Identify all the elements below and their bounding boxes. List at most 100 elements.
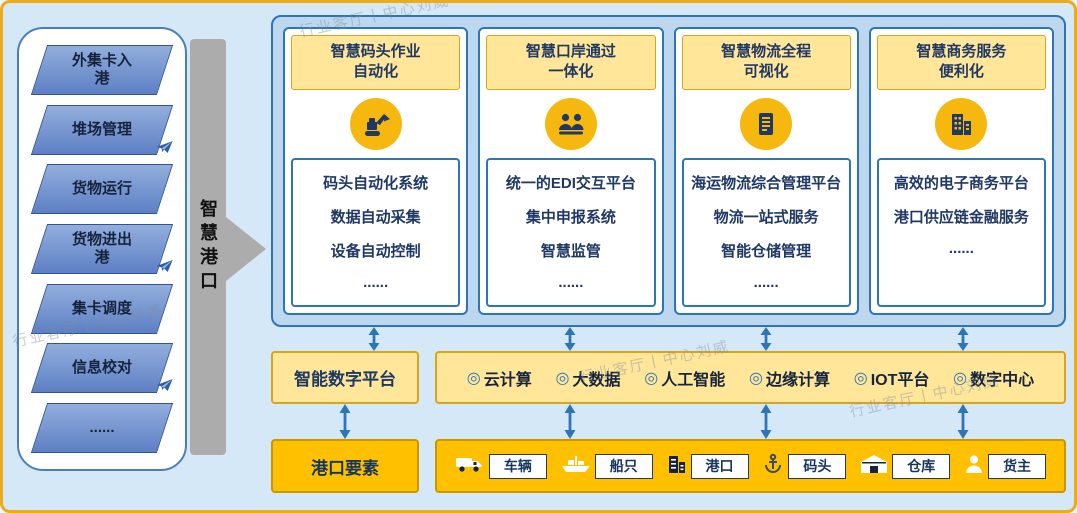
column-items: 高效的电子商务平台 港口供应链金融服务 ...... (876, 157, 1046, 307)
column-title-line1: 智慧码头作业 (330, 43, 421, 60)
column-item: 集中申报系统 (525, 208, 616, 226)
tech-item: ◎ 云计算 (467, 366, 532, 390)
port-building-icon (667, 453, 687, 480)
tech-item: ◎ 大数据 (556, 366, 621, 390)
solution-column-business: 智慧商务服务 便利化 高效的电子商务平台 港口供应链金融服务 ...... (868, 27, 1054, 315)
element-port: 港口 (667, 453, 749, 480)
column-item: ...... (558, 273, 584, 291)
flow-arrow (956, 404, 970, 439)
process-step-label: 堆场管理 (71, 120, 132, 138)
column-title: 智慧口岸通过 一体化 (486, 35, 656, 90)
bullseye-icon: ◎ (644, 369, 659, 387)
column-item: 智慧监管 (540, 242, 601, 260)
anchor-icon (762, 453, 784, 480)
building-icon (935, 97, 988, 150)
warehouse-icon (860, 454, 888, 479)
column-item: 统一的EDI交互平台 (505, 174, 636, 192)
column-item: 码头自动化系统 (323, 174, 429, 192)
process-step-label: 货物运行 (71, 180, 132, 198)
column-item: 智能仓储管理 (721, 242, 812, 260)
column-title-line2: 便利化 (938, 63, 984, 81)
tech-item: ◎ IOT平台 (854, 366, 930, 390)
solution-column-logistics: 智慧物流全程 可视化 海运物流综合管理平台 物流一站式服务 智能仓储管理 ...… (673, 27, 859, 315)
send-plane-icon (156, 140, 174, 159)
send-plane-icon (156, 378, 174, 397)
flow-arrow (338, 404, 352, 439)
flow-arrow (367, 327, 381, 351)
excavator-icon (349, 97, 402, 150)
element-vehicle: 车辆 (455, 453, 547, 479)
bullseye-icon: ◎ (466, 369, 481, 387)
port-elements-box: 港口要素 (271, 439, 419, 493)
process-step: 货物运行 (30, 164, 174, 215)
brace-shape (190, 39, 226, 455)
flow-arrow (563, 327, 577, 351)
tech-item-label: 云计算 (483, 371, 532, 389)
tech-item-label: 人工智能 (661, 371, 726, 389)
customs-people-icon (544, 97, 597, 150)
column-items: 码头自动化系统 数据自动采集 设备自动控制 ...... (291, 157, 461, 307)
column-title: 智慧物流全程 可视化 (681, 35, 851, 90)
column-item: 设备自动控制 (330, 242, 421, 260)
process-step-label: 信息校对 (71, 359, 132, 377)
element-label: 码头 (788, 453, 847, 479)
process-step: ...... (30, 402, 174, 453)
flow-arrow (956, 327, 970, 351)
tech-item-label: 大数据 (572, 371, 621, 389)
process-step: 信息校对 (30, 343, 174, 394)
column-item: ...... (948, 239, 974, 257)
process-step-label: ...... (89, 418, 115, 436)
process-step-label: 外集卡入港 (71, 52, 132, 87)
port-process-panel: 外集卡入港 堆场管理 货物运行 货物进出港 集卡调度 信息校对 ... (17, 27, 187, 471)
document-icon (740, 97, 793, 150)
column-title-line2: 一体化 (548, 63, 594, 81)
application-panel: 智慧码头作业 自动化 码头自动化系统 数据自动采集 设备自动控制 ...... (271, 15, 1066, 327)
process-step-label: 集卡调度 (71, 299, 132, 317)
bullseye-icon: ◎ (749, 369, 763, 387)
column-items: 统一的EDI交互平台 集中申报系统 智慧监管 ...... (486, 157, 656, 307)
column-item: ...... (753, 273, 779, 291)
solution-column-customs: 智慧口岸通过 一体化 统一的EDI交互平台 集中申报系统 智慧监管 ...... (478, 27, 664, 315)
element-cargo-owner: 货主 (964, 453, 1047, 479)
column-title-line2: 可视化 (743, 63, 789, 81)
element-label: 货主 (988, 453, 1047, 479)
tech-item: ◎ 人工智能 (644, 366, 725, 390)
column-title: 智慧商务服务 便利化 (876, 35, 1046, 90)
column-title: 智慧码头作业 自动化 (291, 35, 461, 90)
process-step: 堆场管理 (30, 104, 174, 155)
bullseye-icon: ◎ (555, 369, 570, 387)
person-icon (964, 454, 984, 479)
flow-arrow (759, 327, 773, 351)
column-title-line1: 智慧物流全程 (721, 43, 812, 60)
element-label: 船只 (594, 453, 653, 479)
truck-icon (455, 454, 485, 478)
column-item: ...... (363, 273, 389, 291)
flow-arrow (759, 404, 773, 439)
technology-box: ◎ 云计算 ◎ 大数据 ◎ 人工智能 ◎ 边缘计算 ◎ IOT平台 ◎ 数字中心 (435, 351, 1066, 404)
element-label: 仓库 (892, 453, 951, 479)
element-label: 港口 (690, 453, 749, 479)
column-items: 海运物流综合管理平台 物流一站式服务 智能仓储管理 ...... (681, 157, 851, 307)
process-step: 外集卡入港 (30, 45, 174, 95)
element-dock: 码头 (762, 453, 847, 480)
column-title-line2: 自动化 (353, 63, 399, 81)
process-step: 货物进出港 (30, 223, 174, 274)
column-item: 高效的电子商务平台 (893, 174, 1029, 192)
column-item: 海运物流综合管理平台 (691, 174, 842, 192)
bullseye-icon: ◎ (853, 369, 868, 387)
column-title-line1: 智慧口岸通过 (525, 43, 616, 60)
ship-icon (561, 454, 591, 479)
process-step: 集卡调度 (30, 283, 174, 334)
brace-arrow (226, 217, 266, 281)
smart-port-label: 智慧港口 (198, 199, 218, 295)
tech-item: ◎ 数字中心 (953, 366, 1034, 390)
column-item: 物流一站式服务 (713, 208, 819, 226)
send-plane-icon (156, 259, 174, 278)
element-warehouse: 仓库 (860, 453, 951, 479)
flow-arrow (563, 404, 577, 439)
column-item: 港口供应链金融服务 (893, 208, 1029, 226)
tech-item-label: 边缘计算 (765, 371, 830, 389)
tech-item: ◎ 边缘计算 (749, 366, 830, 390)
solution-column-terminal: 智慧码头作业 自动化 码头自动化系统 数据自动采集 设备自动控制 ...... (283, 27, 469, 315)
